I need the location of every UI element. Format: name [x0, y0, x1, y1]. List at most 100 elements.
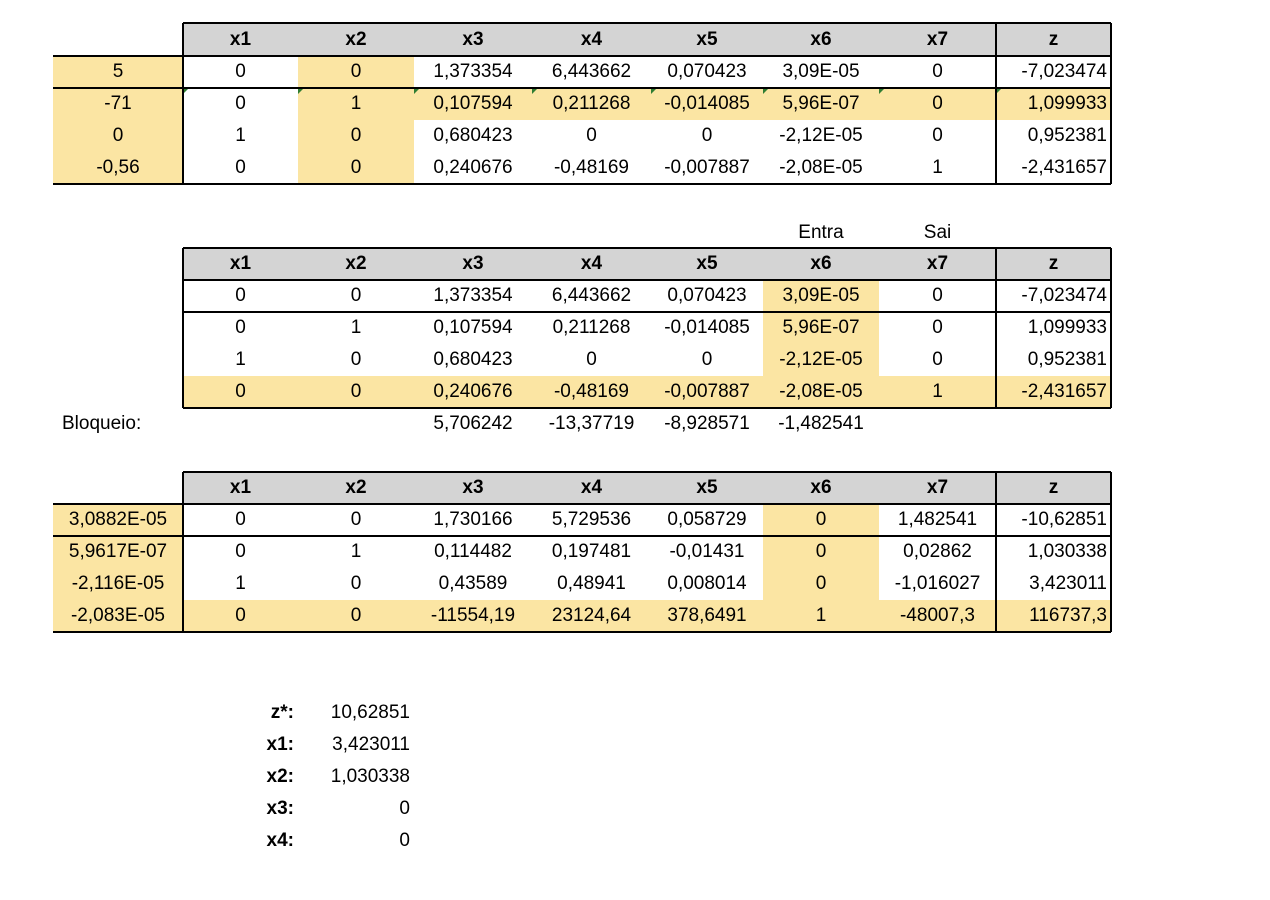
tableau1-cell[interactable]: 0 — [932, 61, 943, 82]
bloqueio-value[interactable]: -8,928571 — [664, 413, 750, 434]
tableau2-cell[interactable]: 0,107594 — [433, 317, 513, 338]
tableau2-cell[interactable]: 0 — [235, 317, 246, 338]
tableau2-cell[interactable]: 0 — [932, 285, 943, 306]
tableau3-row-label[interactable]: 5,9617E-07 — [53, 536, 183, 568]
tableau1-cell[interactable]: 0 — [879, 88, 996, 120]
tableau2-cell[interactable]: 0 — [235, 285, 246, 306]
tableau2-cell[interactable]: 0 — [298, 376, 414, 408]
tableau3-cell[interactable]: 0 — [298, 600, 414, 632]
tableau1-cell[interactable]: 5,96E-07 — [763, 88, 879, 120]
tableau3-cell[interactable]: 1 — [235, 573, 246, 594]
tableau2-cell[interactable]: -2,08E-05 — [763, 376, 879, 408]
tableau2-cell[interactable]: 0 — [586, 349, 597, 370]
tableau1-cell[interactable]: 0 — [298, 56, 414, 88]
solution-value[interactable]: 1,030338 — [330, 766, 410, 787]
tableau1-cell[interactable]: -2,12E-05 — [779, 125, 863, 146]
tableau3-row-label[interactable]: -2,116E-05 — [53, 568, 183, 600]
tableau1-cell[interactable]: -7,023474 — [1021, 61, 1107, 82]
tableau3-cell[interactable]: 1,030338 — [1027, 541, 1107, 562]
tableau3-cell[interactable]: 5,729536 — [551, 509, 632, 530]
tableau1-cell[interactable]: 6,443662 — [551, 61, 632, 82]
tableau1-row-label[interactable]: 5 — [53, 56, 183, 88]
tableau2-cell[interactable]: 1 — [879, 376, 996, 408]
tableau2-cell[interactable]: 0,240676 — [414, 376, 532, 408]
tableau2-cell[interactable]: -0,014085 — [664, 317, 750, 338]
tableau3-cell[interactable]: 23124,64 — [532, 600, 651, 632]
tableau2-cell[interactable]: -2,12E-05 — [763, 344, 879, 376]
tableau3-cell[interactable]: 0 — [763, 568, 879, 600]
tableau1-row-label[interactable]: -71 — [53, 88, 183, 120]
tableau1-cell[interactable]: 0 — [183, 88, 298, 120]
tableau2-cell[interactable]: 0,680423 — [433, 349, 513, 370]
tableau2-cell[interactable]: 0 — [350, 285, 362, 306]
solution-value[interactable]: 0 — [399, 830, 410, 851]
tableau3-cell[interactable]: 0,197481 — [551, 541, 632, 562]
tableau1-cell[interactable]: 0 — [235, 61, 246, 82]
tableau1-cell[interactable]: 0 — [932, 125, 943, 146]
tableau2-cell[interactable]: 3,09E-05 — [763, 280, 879, 312]
tableau2-cell[interactable]: 1 — [350, 317, 362, 338]
tableau1-cell[interactable]: -0,007887 — [664, 157, 750, 178]
tableau3-cell[interactable]: 0,43589 — [438, 573, 508, 594]
tableau2-cell[interactable]: 5,96E-07 — [763, 312, 879, 344]
bloqueio-value[interactable]: 5,706242 — [433, 413, 513, 434]
tableau1-cell[interactable]: 3,09E-05 — [782, 61, 860, 82]
tableau2-cell[interactable]: 0 — [350, 349, 362, 370]
tableau1-cell[interactable]: 0 — [298, 120, 414, 152]
tableau2-cell[interactable]: -7,023474 — [1021, 285, 1107, 306]
tableau3-cell[interactable]: 0,02862 — [903, 541, 972, 562]
tableau2-cell[interactable]: 0,211268 — [552, 317, 631, 338]
tableau2-cell[interactable]: 0 — [932, 317, 943, 338]
tableau3-cell[interactable]: 0 — [235, 541, 246, 562]
solution-value[interactable]: 10,62851 — [330, 702, 410, 723]
tableau1-cell[interactable]: 1 — [932, 157, 943, 178]
tableau1-cell[interactable]: 1 — [235, 125, 246, 146]
tableau1-cell[interactable]: 0,680423 — [433, 125, 513, 146]
tableau3-cell[interactable]: 0,114482 — [434, 541, 512, 562]
tableau3-cell[interactable]: 0,058729 — [667, 509, 747, 530]
tableau2-cell[interactable]: -0,48169 — [532, 376, 651, 408]
tableau2-cell[interactable]: 1,099933 — [1027, 317, 1107, 338]
tableau3-cell[interactable]: 0 — [763, 504, 879, 536]
tableau2-cell[interactable]: 1,373354 — [433, 285, 513, 306]
tableau3-row-label[interactable]: 3,0882E-05 — [53, 504, 183, 536]
tableau1-cell[interactable]: 1 — [298, 88, 414, 120]
tableau3-cell[interactable]: 0 — [235, 509, 246, 530]
tableau3-cell[interactable]: -10,62851 — [1021, 509, 1107, 530]
solution-value[interactable]: 0 — [399, 798, 410, 819]
tableau3-cell[interactable]: 1 — [763, 600, 879, 632]
tableau1-cell[interactable]: 0,070423 — [667, 61, 747, 82]
tableau2-cell[interactable]: 1 — [235, 349, 246, 370]
tableau3-cell[interactable]: 378,6491 — [651, 600, 763, 632]
tableau2-cell[interactable]: 6,443662 — [551, 285, 632, 306]
tableau3-cell[interactable]: 0 — [350, 509, 362, 530]
tableau3-cell[interactable]: 0,48941 — [557, 573, 626, 594]
tableau1-cell[interactable]: -0,014085 — [651, 88, 763, 120]
tableau2-cell[interactable]: 0,070423 — [667, 285, 747, 306]
tableau3-cell[interactable]: -48007,3 — [879, 600, 996, 632]
tableau3-row-label[interactable]: -2,083E-05 — [53, 600, 183, 632]
tableau1-cell[interactable]: 0 — [586, 125, 597, 146]
tableau2-cell[interactable]: -2,431657 — [996, 376, 1111, 408]
tableau1-cell[interactable]: 0,211268 — [532, 88, 651, 120]
bloqueio-value[interactable]: -13,37719 — [548, 413, 635, 434]
tableau2-cell[interactable]: -0,007887 — [651, 376, 763, 408]
tableau1-cell[interactable]: 0 — [298, 152, 414, 184]
tableau3-cell[interactable]: 1 — [350, 541, 362, 562]
tableau1-cell[interactable]: -2,431657 — [1021, 157, 1107, 178]
tableau1-cell[interactable]: 0,107594 — [414, 88, 532, 120]
tableau3-cell[interactable]: 0 — [763, 536, 879, 568]
tableau3-cell[interactable]: 0 — [350, 573, 362, 594]
tableau2-cell[interactable]: 0 — [701, 349, 713, 370]
tableau3-cell[interactable]: 0,008014 — [667, 573, 747, 594]
tableau3-cell[interactable]: 1,730166 — [433, 509, 513, 530]
tableau1-cell[interactable]: 0,240676 — [433, 157, 513, 178]
tableau3-cell[interactable]: 0 — [183, 600, 298, 632]
solution-value[interactable]: 3,423011 — [332, 734, 410, 755]
tableau1-cell[interactable]: 0,952381 — [1027, 125, 1107, 146]
tableau1-row-label[interactable]: -0,56 — [53, 152, 183, 184]
tableau1-cell[interactable]: 0 — [701, 125, 713, 146]
tableau1-row-label[interactable]: 0 — [53, 120, 183, 152]
tableau1-cell[interactable]: -2,08E-05 — [779, 157, 863, 178]
tableau2-cell[interactable]: 0 — [183, 376, 298, 408]
